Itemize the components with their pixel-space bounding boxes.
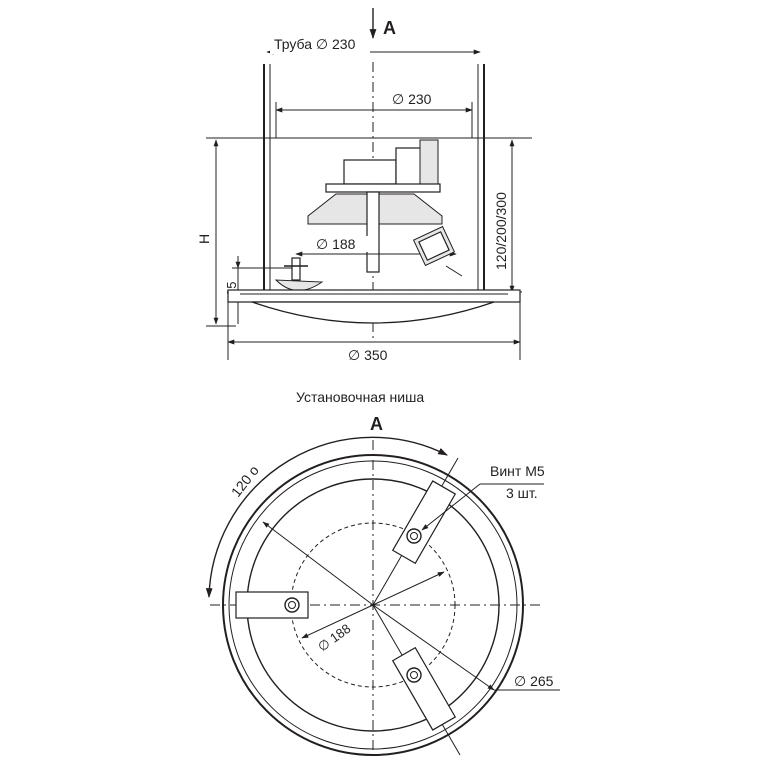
screw-left-body xyxy=(291,257,301,281)
side-view: A Труба ∅ 230 ∅ 230 H 35 120/200/300 xyxy=(196,8,532,363)
inner-diameter-label: ∅ 230 xyxy=(392,91,432,107)
driver-dim-inner-a xyxy=(372,571,445,606)
cutout-dim-line xyxy=(372,604,495,691)
screw-label: Винт М5 xyxy=(490,463,545,479)
driver-dim-mask xyxy=(312,236,368,252)
bracket-upper-right xyxy=(391,480,457,565)
screw-lower-outer xyxy=(406,667,422,683)
ring-diameter-label: ∅ 350 xyxy=(348,347,388,363)
bracket-lower-right xyxy=(391,646,457,731)
pipe-dim-mask xyxy=(270,36,370,54)
screw-upper-inner xyxy=(410,532,418,540)
screw-count-label: 3 шт. xyxy=(506,485,538,501)
view-a-marker: A xyxy=(383,18,396,38)
bottom-view: Установочная ниша A 120 o ∅ 188 ∅ 265 xyxy=(205,389,560,760)
grille-dome xyxy=(251,301,495,324)
screw-left-outer xyxy=(284,597,300,613)
bracket-left xyxy=(235,591,309,619)
transformer-box xyxy=(395,147,423,189)
clamp-leg-right xyxy=(445,265,463,277)
screw-lower-inner xyxy=(410,671,418,679)
screw-upper-outer xyxy=(406,528,422,544)
driver-diameter-label: ∅ 188 xyxy=(316,236,356,252)
bottom-driver-diameter-label: ∅ 188 xyxy=(315,621,353,655)
screw-callout-pointer xyxy=(421,483,481,531)
radius-line-left xyxy=(262,521,374,606)
magnet-top xyxy=(343,159,397,185)
pipe-diameter-label: Труба ∅ 230 xyxy=(274,36,356,52)
clamp-bracket-right xyxy=(412,225,456,267)
magnet-base xyxy=(325,183,441,193)
flange-ring xyxy=(227,289,521,303)
driver-shaft xyxy=(366,191,380,273)
cutout-diameter-label: ∅ 265 xyxy=(514,673,554,689)
bottom-view-marker: A xyxy=(370,414,383,434)
angle-arc xyxy=(205,436,448,598)
tube-heights-label: 120/200/300 xyxy=(493,192,509,270)
bottom-view-title: Установочная ниша xyxy=(296,389,424,405)
screw-left-inner xyxy=(288,601,296,609)
angle-label: 120 o xyxy=(228,462,262,500)
driver-dim-inner-b xyxy=(301,604,374,639)
height-label: H xyxy=(196,234,212,244)
clamp-left-arc xyxy=(274,279,324,291)
